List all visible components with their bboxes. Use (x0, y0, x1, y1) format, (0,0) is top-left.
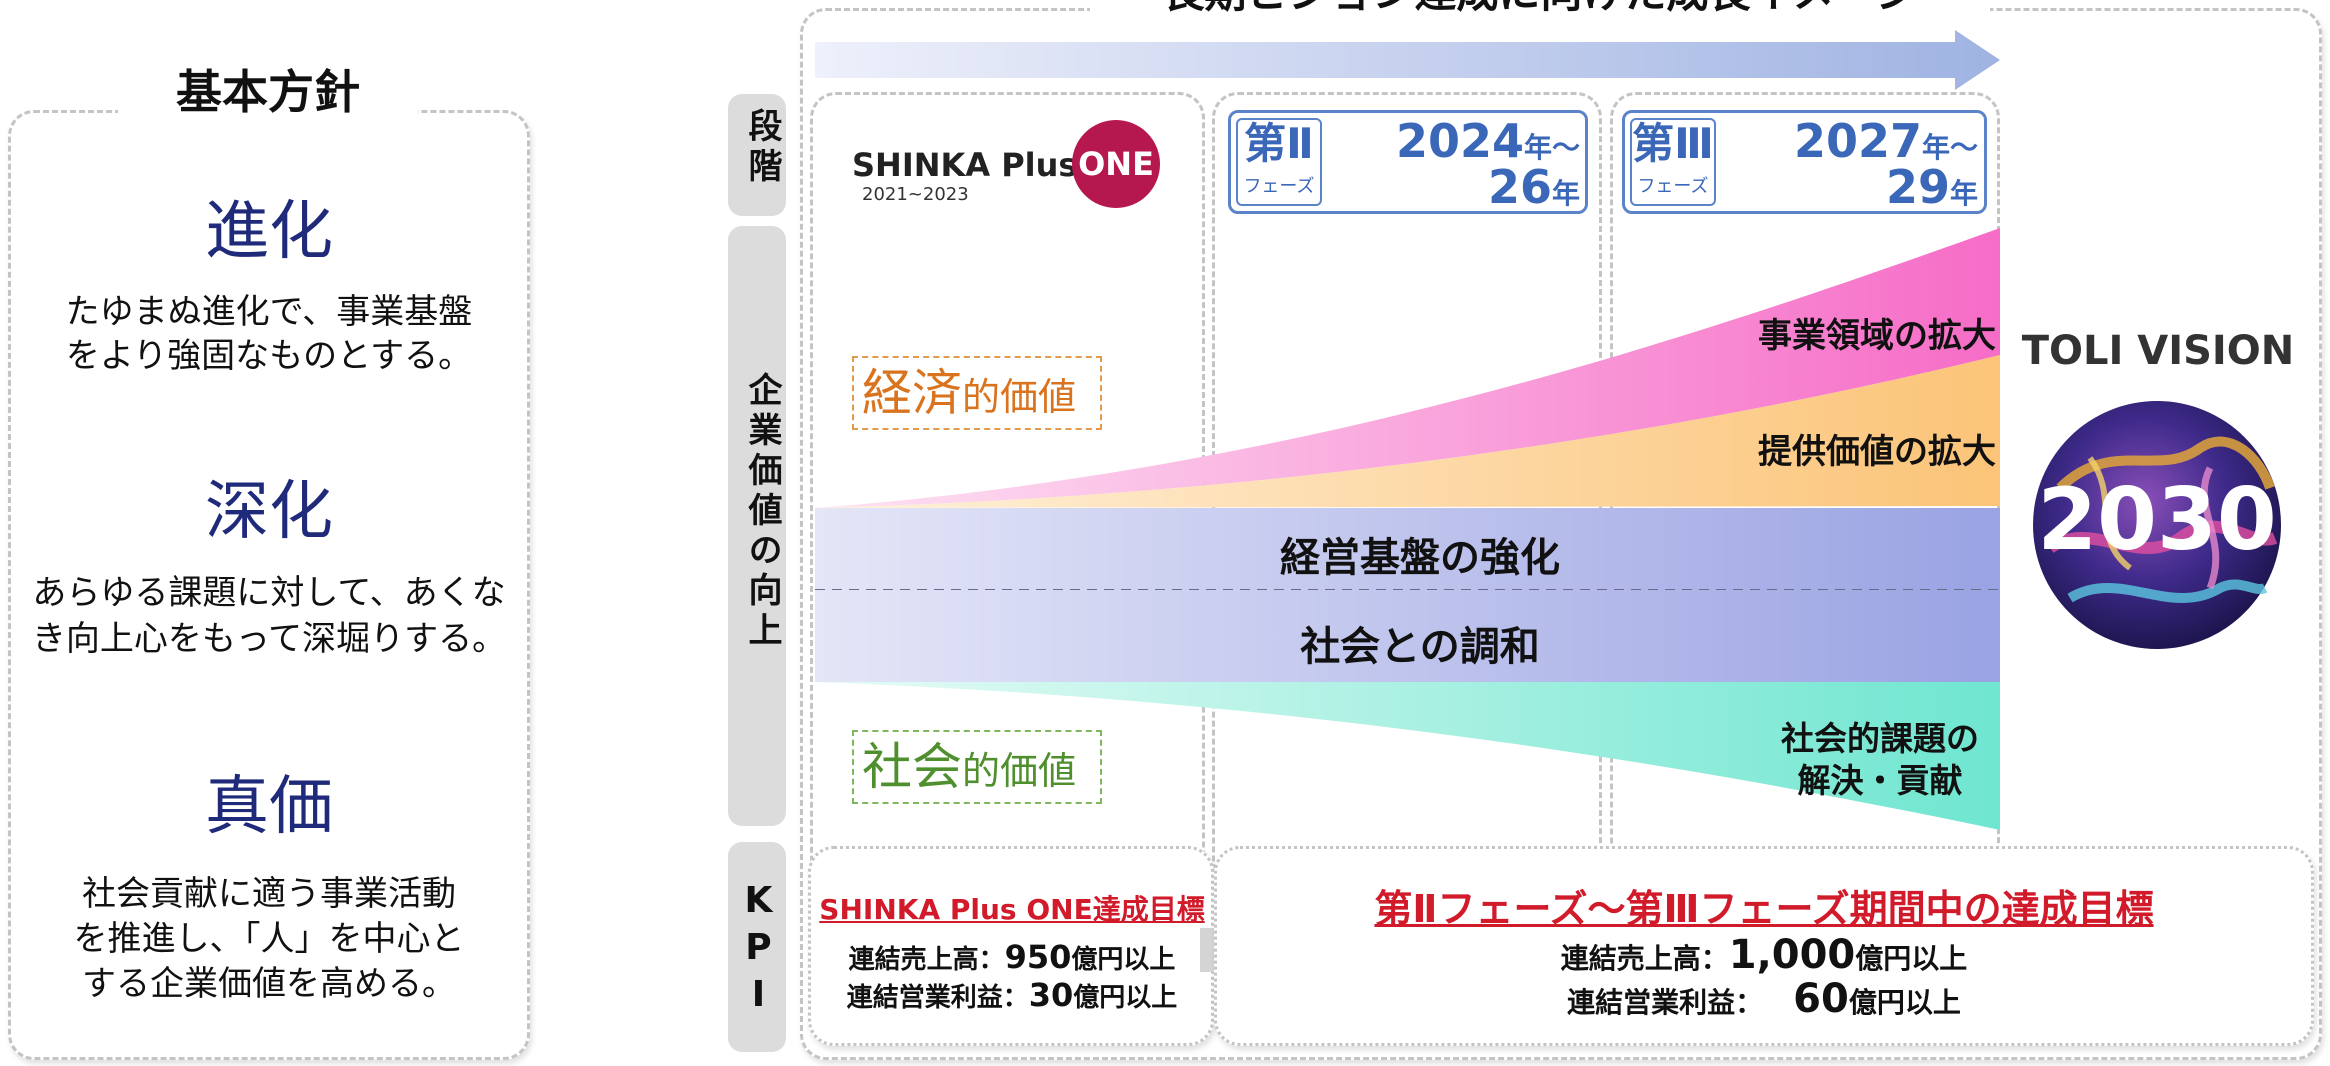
kpi1-title: SHINKA Plus ONE達成目標 (819, 893, 1205, 926)
band-label-management: 経営基盤の強化 (1280, 535, 1560, 581)
kpi2-line1: 連結売上高：1,000億円以上 (1214, 932, 2314, 978)
economic-value-prefix: 経済 (862, 364, 962, 422)
band-harmony (815, 590, 2000, 682)
phase2-year-start: 2024年〜 (1390, 114, 1580, 168)
band-social (815, 682, 2000, 830)
principle-text-3-line1: 社会貢献に適う事業活動 (82, 874, 456, 914)
economic-value-label: 経済的価値 (852, 356, 1102, 430)
kpi1-line2-unit: 億円以上 (1073, 983, 1178, 1013)
phase3-year-end-unit: 年 (1949, 177, 1978, 210)
phase3-label-main: 第Ⅲ (1632, 119, 1714, 168)
principle-text-1: たゆまぬ進化で、事業基盤 をより強固なものとする。 (8, 290, 530, 378)
kpi2-title: 第Ⅱフェーズ〜第Ⅲフェーズ期間中の達成目標 (1374, 887, 2154, 931)
phase1-period: 2021~2023 (862, 184, 969, 205)
phase2-label-sub: フェーズ (1243, 176, 1315, 197)
band-label-harmony: 社会との調和 (1300, 624, 1540, 670)
row-label-kpi-bg (728, 842, 786, 1052)
kpi2-line1-label: 連結売上高： (1560, 942, 1729, 975)
principle-heading-1: 進化 (205, 195, 333, 269)
social-value-prefix: 社会 (862, 738, 962, 796)
phase2-label-main: 第Ⅱ (1244, 119, 1314, 168)
kpi1-line2: 連結営業利益：30億円以上 (812, 976, 1212, 1014)
phase1-brand: SHINKA Plus (852, 146, 1078, 184)
social-value-label: 社会的価値 (852, 730, 1102, 804)
kpi1-line1-value: 950 (1004, 938, 1072, 976)
vision-title: TOLI VISION (2021, 328, 2295, 374)
kpi1-line2-value: 30 (1028, 976, 1074, 1014)
kpi2-box (1214, 846, 2314, 1046)
phase2-year-end-unit: 年 (1551, 177, 1580, 210)
vision-globe (2033, 401, 2281, 649)
timeline-arrow (815, 30, 2000, 90)
phase2-badge (1228, 110, 1588, 214)
kpi1-line1-label: 連結売上高： (848, 945, 1005, 975)
band-label-value-expansion: 提供価値の拡大 (1758, 432, 1996, 472)
kpi2-line2: 連結営業利益： 60億円以上 (1214, 976, 2314, 1022)
kpi1-line1: 連結売上高：950億円以上 (812, 938, 1212, 976)
growth-title: 長期ビジョン達成に向けた成長イメージ (1090, 0, 1990, 16)
band-label-social: 社会的課題の 解決・貢献 (1760, 718, 2000, 802)
phase3-year-end: 29年 (1788, 160, 1978, 214)
principle-text-1-line1: たゆまぬ進化で、事業基盤 (65, 292, 473, 332)
vision-year: 2030 (2037, 470, 2277, 570)
phase3-year-start: 2027年〜 (1788, 114, 1978, 168)
growth-bands (815, 228, 2000, 830)
band-label-social-line1: 社会的課題の (1781, 719, 1979, 758)
principle-text-3-line2: を推進し、「人」を中心と (73, 919, 465, 959)
band-management (815, 508, 2000, 596)
principle-heading-3: 真価 (205, 770, 333, 844)
kpi1-box (808, 846, 1214, 1046)
kpi2-line2-unit: 億円以上 (1848, 986, 1961, 1019)
row-label-stage: 段階 (742, 108, 782, 188)
principle-text-1-line2: をより強固なものとする。 (65, 336, 473, 376)
phase2-year-end: 26年 (1390, 160, 1580, 214)
principle-text-2-line2: き向上心をもって深堀りする。 (31, 619, 507, 659)
row-label-stage-bg (728, 94, 786, 216)
phase3-label-box (1630, 118, 1716, 206)
phase3-label-sub: フェーズ (1637, 176, 1709, 197)
kpi2-line2-label: 連結営業利益： (1567, 986, 1764, 1019)
row-label-value: 企業価値の向上 (742, 372, 782, 652)
principle-heading-2: 深化 (205, 475, 333, 549)
phase2-year-start-num: 2024 (1395, 114, 1524, 168)
phase2-year-start-unit: 年〜 (1523, 131, 1580, 164)
band-value-expansion (815, 355, 2000, 508)
principle-text-3: 社会貢献に適う事業活動 を推進し、「人」を中心と する企業価値を高める。 (8, 872, 530, 1007)
phase2-year-end-num: 26 (1487, 160, 1552, 214)
kpi2-line1-unit: 億円以上 (1855, 942, 1968, 975)
phase3-year-start-unit: 年〜 (1921, 131, 1978, 164)
row-label-kpi: KPI (738, 880, 779, 1021)
kpi2-line1-value: 1,000 (1728, 932, 1856, 978)
phase3-year-end-num: 29 (1885, 160, 1950, 214)
phase1-brand-badge: ONE (1072, 120, 1160, 208)
band-business-expansion (815, 228, 2000, 508)
principle-text-2-line1: あらゆる課題に対して、あくな (32, 573, 506, 613)
kpi1-line1-unit: 億円以上 (1071, 945, 1176, 975)
phase3-year-start-num: 2027 (1793, 114, 1922, 168)
economic-value-suffix: 的価値 (962, 375, 1077, 419)
principle-text-2: あらゆる課題に対して、あくな き向上心をもって深堀りする。 (8, 570, 530, 662)
phase2-label-box (1236, 118, 1322, 206)
social-value-suffix: 的価値 (962, 749, 1077, 793)
phase3-badge (1622, 110, 1987, 214)
band-label-social-line2: 解決・貢献 (1797, 761, 1963, 800)
kpi1-line2-label: 連結営業利益： (846, 983, 1029, 1013)
band-label-business-expansion: 事業領域の拡大 (1758, 316, 1996, 356)
row-label-value-bg (728, 226, 786, 826)
principle-text-3-line3: する企業価値を高める。 (82, 964, 456, 1004)
kpi2-line2-value: 60 (1793, 976, 1849, 1022)
principles-title: 基本方針 (118, 62, 418, 122)
